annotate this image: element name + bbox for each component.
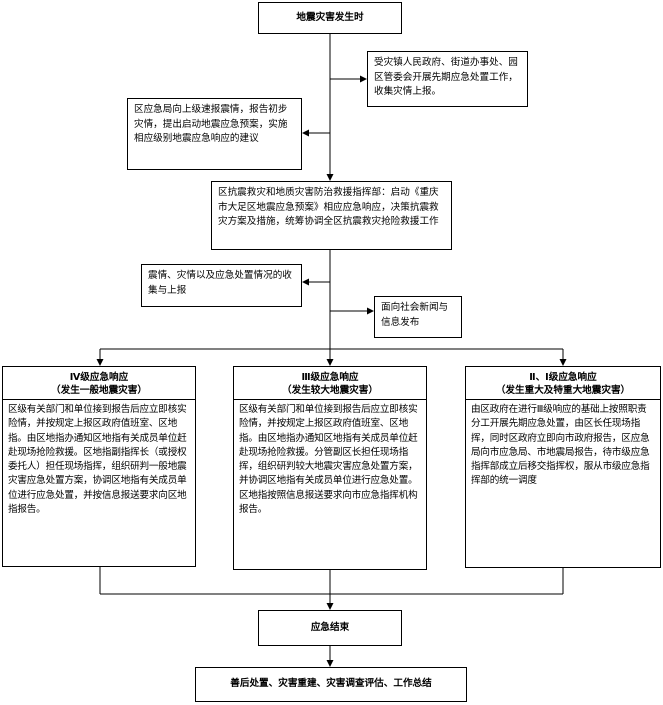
level-1-2-response-box: Ⅱ、Ⅰ级应急响应 （发生重大及特重大地震灾害） 由区政府在进行Ⅲ级响应的基础上按… <box>465 366 661 568</box>
info-collect-text: 震情、灾情以及应急处置情况的收集与上报 <box>148 270 292 296</box>
info-collect-box: 震情、灾情以及应急处置情况的收集与上报 <box>141 264 302 307</box>
level-4-title: Ⅳ级应急响应 <box>69 372 129 383</box>
level-3-header: Ⅲ级应急响应 （发生较大地震灾害） <box>234 367 426 399</box>
level-3-body: 区级有关部门和单位接到报告后应立即核实险情，并按规定上报区政府值班室、区地指。由… <box>234 399 426 569</box>
level-1-2-header: Ⅱ、Ⅰ级应急响应 （发生重大及特重大地震灾害） <box>466 367 660 399</box>
aftermath-text: 善后处置、灾害重建、灾害调查评估、工作总结 <box>230 678 432 690</box>
level-4-subtitle: （发生一般地震灾害） <box>51 385 147 396</box>
level-3-subtitle: （发生较大地震灾害） <box>282 385 378 396</box>
level-4-header: Ⅳ级应急响应 （发生一般地震灾害） <box>3 367 195 399</box>
township-action-text: 受灾镇人民政府、街道办事处、园区管委会开展先期应急处置工作，收集灾情上报。 <box>374 57 518 97</box>
start-text: 地震灾害发生时 <box>296 11 364 23</box>
level-4-response-box: Ⅳ级应急响应 （发生一般地震灾害） 区级有关部门和单位接到报告后应立即核实险情，… <box>2 366 196 567</box>
level-1-2-body: 由区政府在进行Ⅲ级响应的基础上按照职责分工开展先期应急处置，由区长任现场指挥，同… <box>466 399 660 567</box>
level-4-body: 区级有关部门和单位接到报告后应立即核实险情，并按规定上报区政府值班室、区地指。由… <box>3 399 195 566</box>
command-hq-text: 区抗震救灾和地质灾害防治救援指挥部：启动《重庆市大足区地震应急预案》相应应急响应… <box>218 187 439 227</box>
level-3-title: Ⅲ级应急响应 <box>301 372 359 383</box>
news-box: 面向社会新闻与信息发布 <box>374 296 462 338</box>
level-1-2-subtitle: （发生重大及特重大地震灾害） <box>495 385 631 396</box>
end-text: 应急结束 <box>310 621 350 633</box>
level-3-response-box: Ⅲ级应急响应 （发生较大地震灾害） 区级有关部门和单位接到报告后应立即核实险情，… <box>233 366 427 570</box>
emergency-bureau-box: 区应急局向上级速报震情，报告初步灾情，提出启动地震应急预案，实施相应级别地震应急… <box>127 98 302 170</box>
aftermath-box: 善后处置、灾害重建、灾害调查评估、工作总结 <box>195 667 467 702</box>
command-hq-box: 区抗震救灾和地质灾害防治救援指挥部：启动《重庆市大足区地震应急预案》相应应急响应… <box>211 181 452 250</box>
emergency-bureau-text: 区应急局向上级速报震情，报告初步灾情，提出启动地震应急预案，实施相应级别地震应急… <box>134 104 288 144</box>
level-1-2-title: Ⅱ、Ⅰ级应急响应 <box>529 372 597 383</box>
start-box: 地震灾害发生时 <box>258 2 402 34</box>
end-box: 应急结束 <box>258 610 402 646</box>
township-action-box: 受灾镇人民政府、街道办事处、园区管委会开展先期应急处置工作，收集灾情上报。 <box>367 51 528 107</box>
news-text: 面向社会新闻与信息发布 <box>381 302 449 328</box>
